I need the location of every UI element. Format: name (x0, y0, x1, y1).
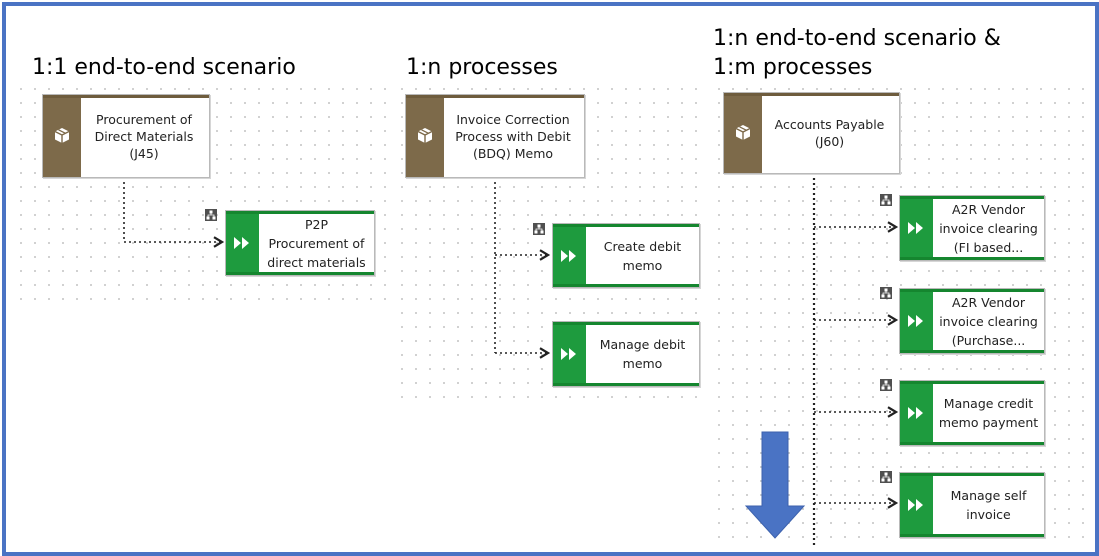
process-label-line1: Create debit (603, 238, 682, 254)
process-a2r-vendor-fi-based[interactable]: A2R Vendor invoice clearing (FI based... (899, 195, 1045, 261)
scenario-band (724, 93, 762, 173)
process-topbar (900, 381, 1044, 384)
scenario-band (43, 95, 81, 177)
scenario-band (406, 95, 444, 177)
scenario-topbar (724, 93, 899, 96)
process-label: Manage credit memo payment (936, 381, 1041, 445)
fast-forward-icon (908, 499, 923, 511)
process-label-line2: Procurement of (268, 235, 365, 251)
fast-forward-icon (908, 315, 923, 327)
process-label-line1: A2R Vendor (951, 201, 1026, 217)
process-label-line1: Manage credit (943, 396, 1034, 411)
process-label: A2R Vendor invoice clearing (Purchase... (936, 289, 1041, 353)
process-create-debit-memo[interactable]: Create debit memo (552, 223, 700, 288)
scenario-label-line2: Direct Materials (94, 128, 194, 144)
process-label-line2: invoice clearing (939, 220, 1038, 236)
package-icon (735, 125, 751, 140)
hierarchy-icon (205, 209, 217, 221)
process-bottombar (900, 257, 1044, 260)
fast-forward-icon (561, 348, 576, 360)
package-icon (54, 128, 70, 143)
scenario-procurement-direct-materials[interactable]: Procurement of Direct Materials (J45) (42, 94, 210, 178)
fast-forward-icon (561, 249, 576, 262)
process-label: P2P Procurement of direct materials (262, 211, 371, 275)
heading-n-to-m-line2: 1:m processes (713, 55, 873, 80)
process-band (900, 381, 933, 445)
process-topbar (553, 224, 699, 227)
heading-n-to-m-line1: 1:n end-to-end scenario & (713, 26, 1001, 51)
process-topbar (553, 322, 699, 325)
scenario-topbar (43, 95, 209, 98)
process-bottombar (226, 272, 374, 275)
process-bottombar (553, 383, 699, 386)
scenario-label-line1: Accounts Payable (774, 117, 885, 132)
process-manage-credit-memo-payment[interactable]: Manage credit memo payment (899, 380, 1045, 446)
process-label-line1: Manage self (950, 488, 1027, 503)
package-icon (417, 128, 433, 143)
process-topbar (900, 289, 1044, 292)
process-label: Manage debit memo (589, 322, 696, 386)
process-p2p-procurement[interactable]: P2P Procurement of direct materials (225, 210, 375, 276)
fast-forward-icon (908, 222, 923, 234)
process-label-line3: direct materials (267, 254, 366, 270)
heading-one-to-n: 1:n processes (406, 55, 558, 80)
hierarchy-icon (880, 379, 892, 391)
process-manage-debit-memo[interactable]: Manage debit memo (552, 321, 700, 387)
process-band (900, 289, 933, 353)
process-bottombar (900, 534, 1044, 537)
process-band (553, 224, 586, 287)
process-label-line2: memo payment (938, 415, 1039, 430)
scenario-label-line2: Process with Debit (455, 128, 571, 144)
process-bottombar (900, 442, 1044, 445)
process-label-line2: memo (622, 257, 663, 273)
process-a2r-vendor-purchase[interactable]: A2R Vendor invoice clearing (Purchase... (899, 288, 1045, 354)
process-topbar (900, 473, 1044, 476)
scenario-label-line1: Invoice Correction (456, 111, 570, 127)
scenario-invoice-correction[interactable]: Invoice Correction Process with Debit (B… (405, 94, 585, 178)
process-band (226, 211, 259, 275)
process-label-line3: (FI based... (953, 239, 1024, 255)
process-label: Manage self invoice (936, 473, 1041, 537)
scenario-topbar (406, 95, 584, 98)
heading-one-to-one: 1:1 end-to-end scenario (32, 55, 296, 80)
process-label: A2R Vendor invoice clearing (FI based... (936, 196, 1041, 260)
hierarchy-icon (533, 223, 545, 235)
scenario-accounts-payable[interactable]: Accounts Payable (J60) (723, 92, 900, 174)
scenario-label: Procurement of Direct Materials (J45) (83, 95, 205, 177)
hierarchy-icon (880, 471, 892, 483)
process-label-line1: A2R Vendor (951, 294, 1026, 310)
hierarchy-icon (880, 194, 892, 206)
process-manage-self-invoice[interactable]: Manage self invoice (899, 472, 1045, 538)
fast-forward-icon (234, 237, 249, 249)
process-topbar (226, 211, 374, 214)
process-label: Create debit memo (589, 224, 696, 287)
fast-forward-icon (908, 407, 923, 419)
process-bottombar (553, 284, 699, 287)
down-arrow-icon (744, 431, 806, 539)
scenario-label-line3: (BDQ) Memo (472, 145, 554, 161)
process-band (900, 196, 933, 260)
hierarchy-icon (880, 287, 892, 299)
process-band (553, 322, 586, 386)
process-label-line1: P2P (304, 216, 329, 232)
scenario-label: Accounts Payable (J60) (764, 93, 895, 173)
process-topbar (900, 196, 1044, 199)
process-label-line2: invoice (966, 507, 1011, 522)
process-bottombar (900, 350, 1044, 353)
scenario-label-line1: Procurement of (96, 111, 192, 127)
process-band (900, 473, 933, 537)
scenario-label-line2: (J60) (814, 134, 845, 149)
process-label-line1: Manage debit (599, 337, 686, 352)
scenario-label: Invoice Correction Process with Debit (B… (446, 95, 580, 177)
scenario-label-line3: (J45) (129, 145, 159, 161)
process-label-line2: memo (622, 356, 663, 371)
process-label-line3: (Purchase... (951, 332, 1026, 348)
process-label-line2: invoice clearing (939, 313, 1038, 329)
